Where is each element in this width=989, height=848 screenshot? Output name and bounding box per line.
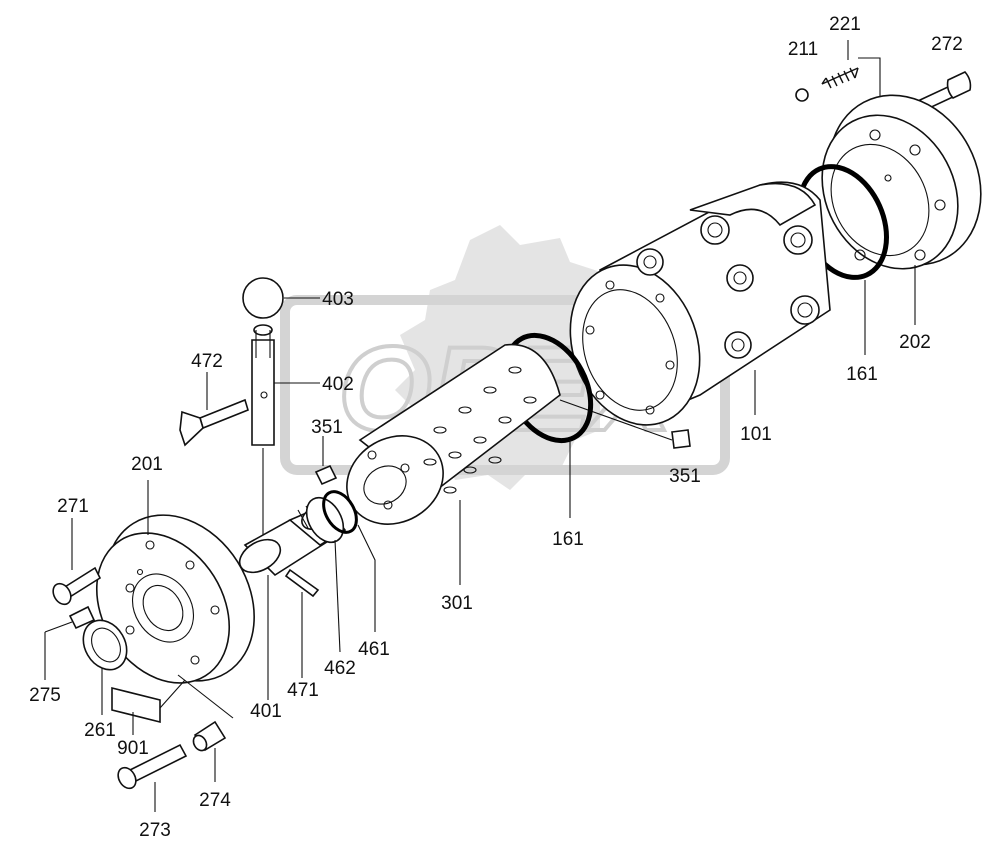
part-461-oring — [322, 490, 358, 534]
label-221: 221 — [829, 14, 861, 35]
label-101: 101 — [740, 424, 772, 445]
label-472: 472 — [191, 351, 223, 372]
part-271-bolt — [52, 566, 102, 606]
label-462: 462 — [324, 658, 356, 679]
label-471: 471 — [287, 680, 319, 701]
label-901: 901 — [117, 738, 149, 759]
label-402: 402 — [322, 374, 354, 395]
label-161-lower: 161 — [552, 529, 584, 550]
label-351-left: 351 — [311, 417, 343, 438]
leader-461 — [357, 524, 376, 632]
part-403-ball — [242, 277, 284, 319]
part-901-nameplate — [111, 679, 186, 735]
part-351-plug-right — [559, 399, 691, 449]
label-272: 272 — [931, 34, 963, 55]
label-275: 275 — [29, 685, 61, 706]
part-201-end-cover — [95, 514, 255, 684]
part-202-end-cover — [821, 94, 982, 270]
part-275-pin — [44, 605, 96, 633]
part-273-bolt — [117, 743, 188, 790]
label-261: 261 — [84, 720, 116, 741]
label-273: 273 — [139, 820, 171, 841]
part-221-spring — [821, 67, 859, 89]
label-201: 201 — [131, 454, 163, 475]
label-301: 301 — [441, 593, 473, 614]
label-401: 401 — [250, 701, 282, 722]
part-211-ball — [795, 88, 809, 102]
part-351-plug-left — [314, 436, 338, 486]
leader-402 — [262, 382, 320, 535]
label-271: 271 — [57, 496, 89, 517]
label-211: 211 — [788, 39, 818, 60]
part-471-pin — [284, 568, 320, 598]
part-472-wing-screw — [179, 398, 249, 447]
label-351-right: 351 — [669, 466, 701, 487]
part-274-sleeve — [177, 674, 234, 782]
leader-462 — [334, 539, 341, 653]
part-labels: 221 211 272 403 402 472 351 351 161 161 … — [29, 14, 963, 841]
part-402-pin — [251, 324, 275, 446]
label-274: 274 — [199, 790, 231, 811]
label-403: 403 — [322, 289, 354, 310]
label-161-upper: 161 — [846, 364, 878, 385]
part-101-body — [569, 181, 831, 426]
label-461: 461 — [358, 639, 390, 660]
part-301-sleeve — [346, 343, 561, 525]
part-462-backup-ring — [305, 496, 345, 544]
label-202: 202 — [899, 332, 931, 353]
part-261-seal — [82, 619, 128, 671]
